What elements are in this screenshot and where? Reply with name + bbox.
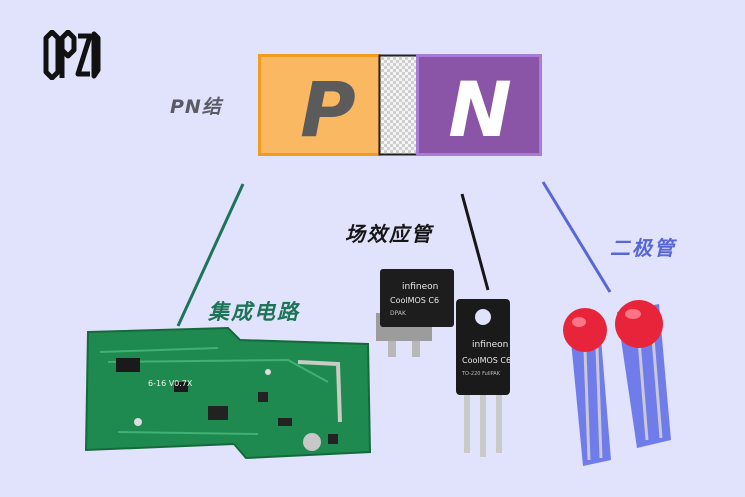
label-diode: 二极管 <box>610 236 676 260</box>
led-right <box>615 300 671 448</box>
led-diode-image <box>563 300 671 466</box>
pn-junction-label: PN结 <box>170 96 222 118</box>
opzd-logo-icon <box>43 30 101 80</box>
n-letter: N <box>448 65 512 154</box>
fet-dpak-package: DPAK <box>390 310 407 317</box>
mosfet-to220: infineon CoolMOS C6 TO-220 FullPAK <box>456 299 511 457</box>
label-integrated-circuit: 集成电路 <box>208 300 300 324</box>
connector-diode <box>541 181 612 293</box>
fet-to220-brand: infineon <box>472 340 508 350</box>
label-field-effect-transistor: 场效应管 <box>345 222 433 246</box>
pcb-board-image: 6-16 V0.7X <box>84 326 372 460</box>
p-letter: P <box>300 65 356 154</box>
p-region <box>258 54 381 156</box>
mosfet-image: infineon CoolMOS C6 DPAK infineon CoolMO… <box>376 269 511 457</box>
fet-to220-package: TO-220 FullPAK <box>461 371 501 377</box>
led-left <box>563 308 611 466</box>
pn-junction-diagram: P N <box>258 54 542 156</box>
fet-dpak-brand: infineon <box>402 282 438 292</box>
fet-dpak-series: CoolMOS C6 <box>390 296 439 305</box>
n-region <box>416 54 542 156</box>
pcb-silkscreen-text: 6-16 V0.7X <box>148 379 193 388</box>
fet-to220-series: CoolMOS C6 <box>462 356 511 365</box>
depletion-region <box>378 54 419 156</box>
mosfet-dpak: infineon CoolMOS C6 DPAK <box>376 269 454 357</box>
